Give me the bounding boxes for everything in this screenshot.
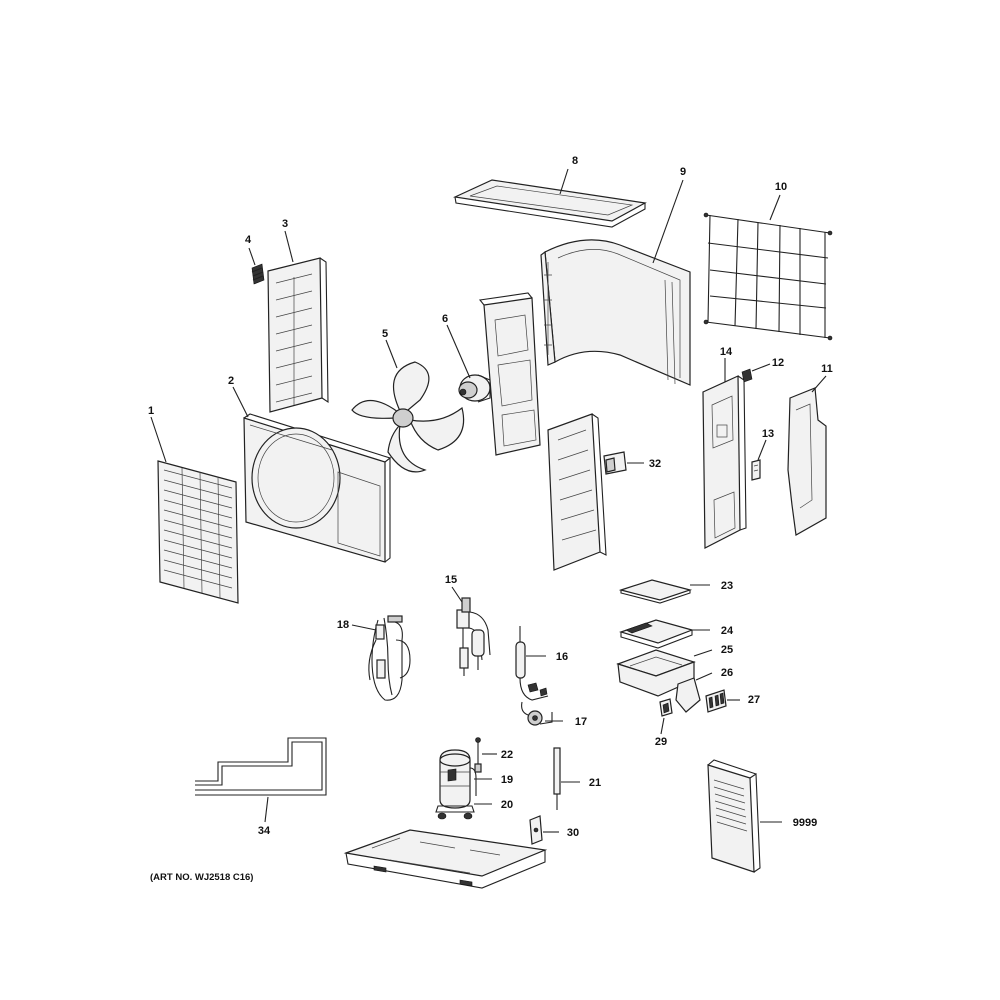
leader-4 (248, 247, 256, 266)
leader-13 (757, 439, 767, 461)
part-29-fuse-holder[interactable] (659, 698, 673, 717)
part-27-terminal-strip[interactable] (705, 689, 727, 713)
base-pan[interactable] (343, 829, 548, 889)
part-22-sensor[interactable] (474, 737, 482, 773)
callout-9999: 9999 (793, 817, 817, 829)
part-19-compressor[interactable] (439, 749, 477, 809)
part-8-top-cover[interactable] (452, 179, 647, 228)
part-11-service-cover[interactable] (787, 387, 827, 536)
part-18-piping-assembly[interactable] (368, 615, 411, 701)
part-9-condenser-coil[interactable] (540, 239, 691, 386)
part-9999-owners-manual[interactable] (707, 759, 761, 873)
leader-25 (693, 649, 713, 657)
leader-11 (811, 375, 827, 393)
callout-8: 8 (572, 155, 578, 167)
part-15-reversing-valve[interactable] (456, 597, 491, 676)
callout-25: 25 (721, 644, 733, 656)
leader-2 (232, 386, 249, 418)
leader-9 (652, 179, 684, 264)
callout-18: 18 (337, 619, 349, 631)
leader-3 (284, 230, 294, 263)
callout-12: 12 (772, 357, 784, 369)
callout-4: 4 (245, 234, 252, 246)
callout-30: 30 (567, 827, 579, 839)
motor-bracket[interactable] (478, 292, 541, 456)
part-20-compressor-mounts[interactable] (435, 805, 475, 820)
part-6-fan-motor[interactable] (458, 374, 491, 403)
part-4-fastener[interactable] (251, 263, 265, 285)
part-26-bracket[interactable] (675, 677, 701, 713)
callout-20: 20 (501, 799, 513, 811)
part-10-wire-guard[interactable] (703, 212, 833, 341)
callout-13: 13 (762, 428, 774, 440)
part-24-control-board[interactable] (619, 619, 694, 649)
leader-34 (264, 796, 269, 823)
callout-17: 17 (575, 716, 587, 728)
leader-12 (751, 363, 771, 372)
part-3-side-vent-panel[interactable] (267, 257, 329, 413)
callout-24: 24 (721, 625, 734, 637)
leader-29 (660, 717, 665, 735)
callout-5: 5 (382, 328, 388, 340)
leader-1 (150, 416, 167, 463)
callout-9: 9 (680, 166, 686, 178)
part-23-cover-plate[interactable] (618, 579, 693, 604)
part-34-drain-heater[interactable] (195, 737, 327, 796)
leader-26 (695, 672, 713, 681)
part-30-bracket[interactable] (529, 815, 543, 845)
callout-22: 22 (501, 749, 513, 761)
callout-19: 19 (501, 774, 513, 786)
leader-18 (351, 624, 377, 631)
leader-5 (385, 339, 398, 369)
leader-15 (451, 586, 463, 603)
callout-26: 26 (721, 667, 733, 679)
callout-32: 32 (649, 458, 661, 470)
part-21-heater[interactable] (553, 747, 561, 810)
part-13-terminal-block[interactable] (751, 459, 761, 481)
callout-14: 14 (720, 346, 733, 358)
callout-6: 6 (442, 313, 448, 325)
callout-34: 34 (258, 825, 271, 837)
art-number: (ART NO. WJ2518 C16) (150, 872, 253, 883)
part-32-reactor[interactable] (603, 451, 627, 475)
callout-23: 23 (721, 580, 733, 592)
callout-2: 2 (228, 375, 234, 387)
part-25-electrical-box[interactable] (616, 649, 696, 697)
callout-3: 3 (282, 218, 288, 230)
part-16-filter-drier[interactable] (515, 626, 549, 701)
part-5-fan-blade[interactable] (351, 361, 465, 473)
leader-10 (769, 194, 781, 221)
callout-11: 11 (821, 363, 833, 375)
callout-10: 10 (775, 181, 787, 193)
callout-16: 16 (556, 651, 568, 663)
part-14-side-panel[interactable] (702, 375, 747, 549)
callout-15: 15 (445, 574, 457, 586)
callout-29: 29 (655, 736, 667, 748)
part-1-front-grille[interactable] (157, 460, 239, 604)
callout-1: 1 (148, 405, 154, 417)
leader-6 (446, 324, 471, 379)
partition-plate[interactable] (547, 413, 607, 571)
part-2-front-panel[interactable] (243, 413, 392, 563)
part-12-terminal[interactable] (741, 368, 753, 383)
part-17-expansion-valve[interactable] (521, 701, 553, 726)
callout-27: 27 (748, 694, 760, 706)
leader-8 (559, 168, 569, 195)
callout-21: 21 (589, 777, 601, 789)
